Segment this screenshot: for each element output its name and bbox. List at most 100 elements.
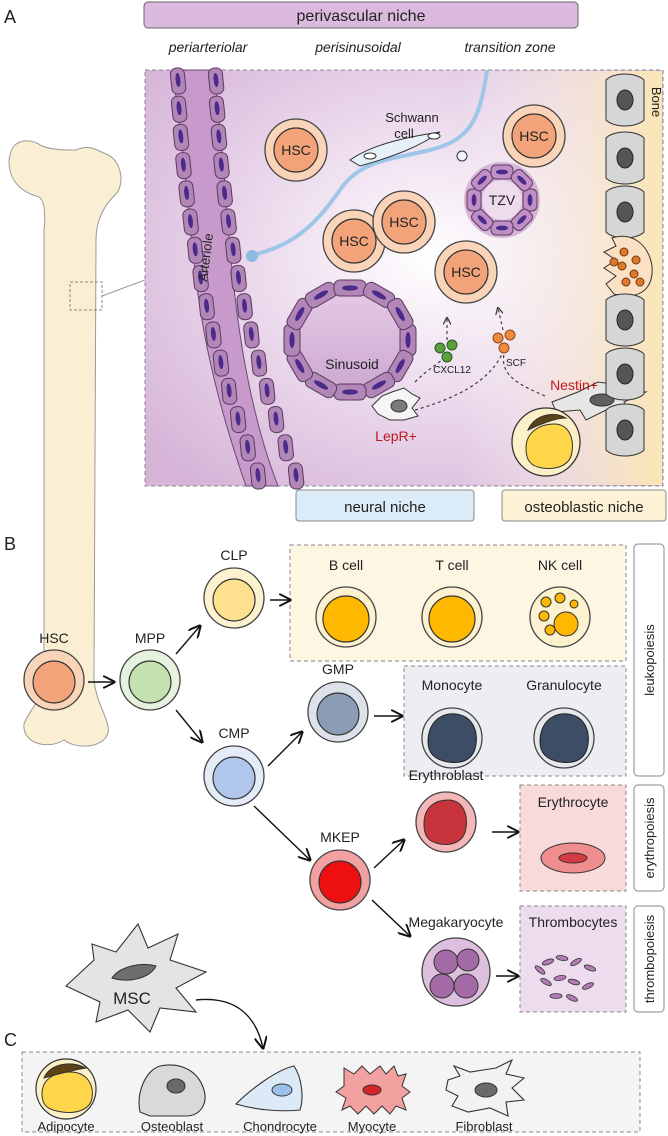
arrow-mpp-clp (175, 626, 200, 655)
bone-lining-nucleus (616, 363, 634, 385)
bone-label: Bone (649, 87, 664, 117)
sinusoid-nucleus (342, 285, 358, 291)
sinusoid-nucleus (313, 380, 329, 390)
sinusoid-nucleus (395, 306, 405, 322)
svg-text:HSC: HSC (451, 264, 481, 280)
neural-niche-banner (295, 489, 475, 522)
arrow-msc-derivatives (195, 998, 263, 1048)
thrombocyte (555, 955, 569, 961)
small-cell (456, 150, 468, 162)
schwann-nucleus (363, 152, 377, 160)
b-cell-label: B cell (329, 557, 363, 573)
endothelial-nucleus (204, 298, 210, 313)
sinusoid-nucleus (371, 290, 387, 300)
clp-cell (203, 567, 265, 629)
periarteriolar-label: periarteriolar (168, 39, 249, 55)
b-cell (315, 586, 377, 648)
sinusoid-nucleus (313, 290, 329, 300)
fibroblast-cell (445, 1058, 526, 1117)
thrombocyte (570, 957, 582, 967)
cmp-cell (203, 745, 265, 807)
thrombocyte (582, 982, 594, 990)
arrow-mkep-erythroblast (373, 840, 404, 869)
endothelial-nucleus (293, 468, 299, 482)
panel-c-letter: C (4, 1030, 17, 1050)
schwann-nucleus-2 (427, 132, 441, 140)
thrombopoiesis-label: thrombopoiesis (642, 914, 657, 1003)
thrombocyte (567, 978, 581, 986)
hsc-cell: HSC (264, 118, 328, 182)
endothelial-nucleus (236, 270, 241, 285)
monocyte-cell (421, 707, 483, 769)
thrombocyte-cluster (534, 955, 597, 1002)
hsc-cell: HSC (322, 209, 386, 273)
bone-lining-nucleus (616, 89, 634, 111)
clp-label: CLP (220, 547, 247, 563)
osteoblastic-niche-banner (501, 489, 667, 522)
granulocyte-label: Granulocyte (526, 677, 602, 693)
cmp-label: CMP (218, 725, 249, 741)
thrombocyte-group (519, 905, 627, 1013)
cxcl12-dot (441, 351, 453, 363)
adipocyte-label: Adipocyte (37, 1119, 94, 1134)
hsc-cell: HSC (434, 240, 498, 304)
lepr-nucleus (390, 399, 408, 413)
arrow-mkep-megakaryocyte (371, 899, 410, 936)
endothelial-nucleus (226, 214, 231, 229)
erythrocyte-label: Erythrocyte (538, 794, 609, 810)
panel-b-letter: B (4, 534, 16, 554)
nestin-label: Nestin+ (550, 377, 598, 393)
nestin-nucleus (589, 393, 615, 407)
endothelial-nucleus (222, 185, 228, 200)
scf-arrow (498, 308, 504, 331)
osteoclast-granule (617, 261, 627, 271)
bone-lining-nucleus (616, 147, 634, 169)
osteoclast-granule (635, 277, 645, 287)
endothelial-nucleus (198, 270, 203, 285)
thrombocyte (549, 993, 563, 999)
gmp-label: GMP (322, 661, 354, 677)
nk-cell-label: NK cell (538, 557, 582, 573)
tzv-nucleus (477, 215, 487, 225)
tzv-nucleus (496, 225, 508, 231)
zoom-line (101, 279, 146, 297)
granulocyte-cell (533, 707, 595, 769)
osteoclast-granule (621, 277, 631, 287)
arrow-cmp-mkep (253, 805, 310, 860)
erythroblast-cell (415, 791, 477, 853)
hsc-label: HSC (39, 630, 69, 646)
chondrocyte-label: Chondrocyte (243, 1119, 317, 1134)
mpp-cell (119, 649, 181, 711)
chondrocyte-cell (234, 1065, 303, 1112)
scf-dot (498, 342, 510, 354)
erythropoiesis-label: erythropoiesis (642, 797, 657, 878)
perivascular-niche-label: perivascular niche (297, 8, 426, 25)
erythrocyte-cell (540, 842, 606, 874)
endothelial-nucleus (178, 129, 184, 144)
cxcl12-label: CXCL12 (433, 365, 471, 376)
schwann-label-2: cell (394, 126, 414, 141)
nerve-ending (246, 250, 258, 262)
myocyte-cell (335, 1065, 411, 1115)
bone-lining-nucleus (616, 201, 634, 223)
osteoblastic-niche-label: osteoblastic niche (524, 499, 643, 516)
osteoblast-scf-path (502, 353, 546, 397)
megakaryocyte-cell (421, 937, 491, 1007)
endothelial-nucleus (176, 101, 182, 116)
endothelial-nucleus (242, 298, 248, 313)
osteoclast-granule (609, 257, 619, 267)
mkep-cell (309, 849, 371, 911)
bone-lining-nucleus (616, 309, 634, 331)
tzv-nucleus (517, 175, 527, 185)
transition-zone-label: transition zone (464, 39, 555, 55)
msc-cell (65, 922, 208, 1033)
leukopoiesis-label: leukopoiesis (642, 624, 657, 696)
sinusoid-nucleus (342, 389, 358, 395)
thrombocyte (566, 994, 578, 1002)
endothelial-nucleus (188, 214, 193, 229)
endothelial-nucleus (245, 439, 251, 454)
endothelial-nucleus (248, 326, 254, 341)
endothelial-nucleus (235, 411, 241, 426)
osteoclast-granule (619, 247, 629, 257)
svg-text:HSC: HSC (519, 128, 549, 144)
